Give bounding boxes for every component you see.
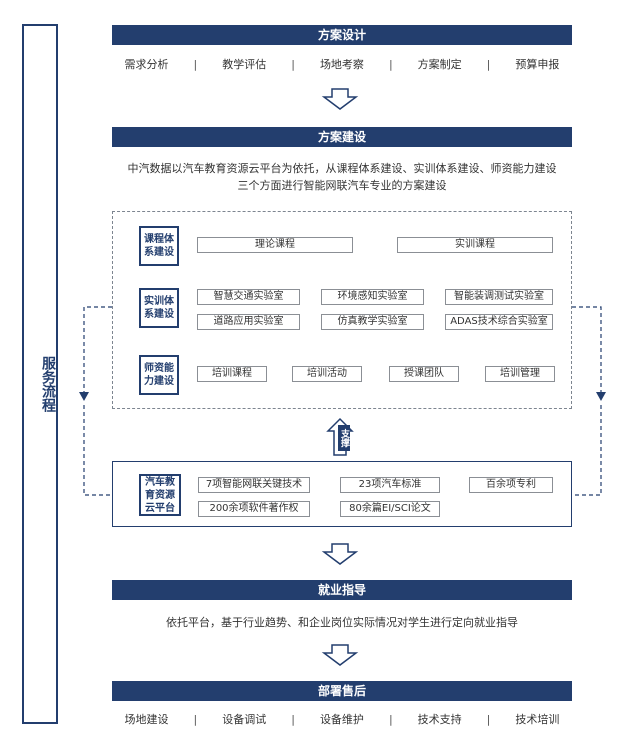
sidebar-title: 服务流程 bbox=[40, 356, 56, 412]
sidebar-frame: 服务流程 bbox=[22, 24, 58, 724]
left-dashed-connector bbox=[83, 306, 112, 393]
faculty-system-label: 师资能力建设 bbox=[139, 355, 179, 395]
training-system-label: 实训体系建设 bbox=[139, 288, 179, 328]
course-system-label: 课程体系建设 bbox=[139, 226, 179, 266]
separator: | bbox=[388, 57, 393, 71]
faculty-item: 培训管理 bbox=[485, 366, 555, 382]
stage-design-item: 教学评估 bbox=[222, 58, 267, 71]
stage-build-desc-2: 三个方面进行智能网联汽车专业的方案建设 bbox=[237, 179, 447, 192]
platform-item: 200余项软件著作权 bbox=[198, 501, 310, 517]
stage-design-item: 需求分析 bbox=[124, 58, 169, 71]
separator: | bbox=[193, 57, 198, 71]
training-item: 智慧交通实验室 bbox=[197, 289, 300, 305]
stage-employment-title: 就业指导 bbox=[112, 580, 572, 600]
stage-design-items: 需求分析 | 教学评估 | 场地考察 | 方案制定 | 预算申报 bbox=[112, 56, 572, 72]
down-arrow-icon bbox=[321, 543, 359, 565]
down-arrow-icon bbox=[321, 644, 359, 666]
training-item: ADAS技术综合实验室 bbox=[445, 314, 553, 330]
training-item: 智能装调测试实验室 bbox=[445, 289, 553, 305]
faculty-item: 培训活动 bbox=[292, 366, 362, 382]
construction-group bbox=[112, 211, 572, 409]
stage-aftersales-items: 场地建设 | 设备调试 | 设备维护 | 技术支持 | 技术培训 bbox=[112, 711, 572, 727]
separator: | bbox=[486, 712, 491, 726]
right-dashed-connector bbox=[572, 306, 602, 393]
left-dashed-connector-lower bbox=[83, 405, 112, 496]
right-dashed-connector-lower bbox=[572, 405, 602, 496]
platform-item: 80余篇EI/SCI论文 bbox=[340, 501, 440, 517]
left-arrowhead-icon bbox=[79, 392, 89, 401]
stage-employment-desc: 依托平台，基于行业趋势、和企业岗位实际情况对学生进行定向就业指导 bbox=[166, 616, 518, 629]
stage-aftersales-item: 场地建设 bbox=[124, 713, 169, 726]
training-item: 仿真教学实验室 bbox=[321, 314, 424, 330]
stage-aftersales-item: 设备调试 bbox=[222, 713, 267, 726]
separator: | bbox=[291, 57, 295, 71]
support-label: 支撑 bbox=[338, 425, 350, 451]
stage-build-desc-1: 中汽数据以汽车教育资源云平台为依托，从课程体系建设、实训体系建设、师资能力建设 bbox=[127, 162, 557, 175]
platform-item: 百余项专利 bbox=[469, 477, 553, 493]
course-item: 实训课程 bbox=[397, 237, 553, 253]
separator: | bbox=[486, 57, 491, 71]
stage-design-item: 预算申报 bbox=[515, 58, 560, 71]
faculty-item: 授课团队 bbox=[389, 366, 459, 382]
stage-aftersales-item: 技术培训 bbox=[515, 713, 560, 726]
separator: | bbox=[388, 712, 393, 726]
training-item: 道路应用实验室 bbox=[197, 314, 300, 330]
right-arrowhead-icon bbox=[596, 392, 606, 401]
separator: | bbox=[193, 712, 198, 726]
stage-aftersales-item: 设备维护 bbox=[319, 713, 364, 726]
platform-item: 7项智能网联关键技术 bbox=[198, 477, 310, 493]
platform-item: 23项汽车标准 bbox=[340, 477, 440, 493]
stage-build-title: 方案建设 bbox=[112, 127, 572, 147]
faculty-item: 培训课程 bbox=[197, 366, 267, 382]
down-arrow-icon bbox=[321, 88, 359, 110]
training-item: 环境感知实验室 bbox=[321, 289, 424, 305]
platform-label: 汽车教育资源云平台 bbox=[139, 474, 181, 516]
stage-aftersales-title: 部署售后 bbox=[112, 681, 572, 701]
platform-group bbox=[112, 461, 572, 527]
stage-design-item: 方案制定 bbox=[417, 58, 462, 71]
stage-aftersales-item: 技术支持 bbox=[417, 713, 462, 726]
stage-design-item: 场地考察 bbox=[319, 58, 364, 71]
separator: | bbox=[291, 712, 295, 726]
course-item: 理论课程 bbox=[197, 237, 353, 253]
stage-design-title: 方案设计 bbox=[112, 25, 572, 45]
